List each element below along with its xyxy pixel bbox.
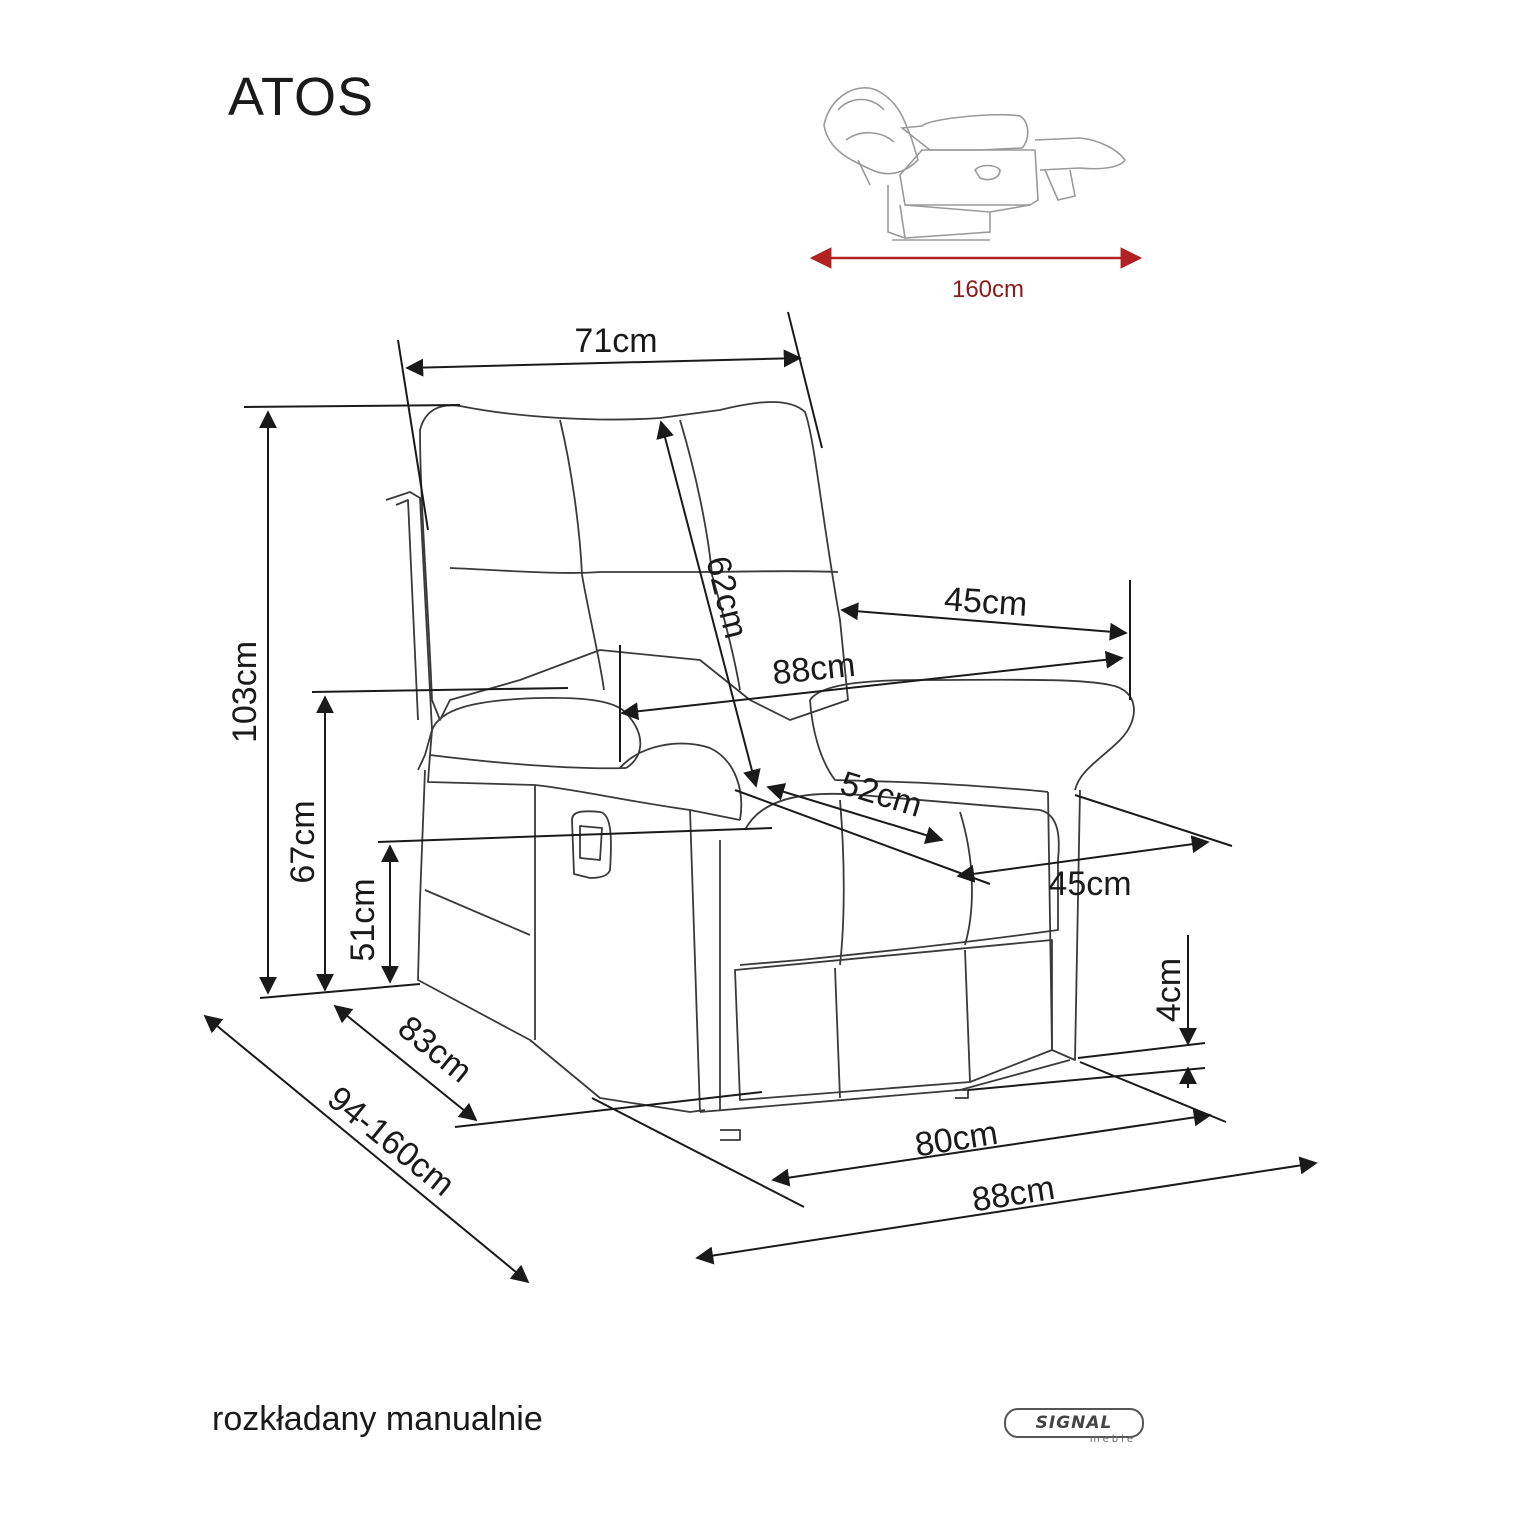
leg-height-label: 4cm — [1150, 958, 1188, 1022]
brand-logo-subtext: meble — [1089, 1434, 1136, 1445]
depth-range-arrow — [203, 1014, 530, 1284]
brand-logo-word: SIGNAL — [1035, 1413, 1113, 1433]
extension-line — [591, 1097, 805, 1208]
back-width-arrow — [405, 349, 802, 377]
seat-front-depth-label: 45cm — [1048, 865, 1131, 903]
extension-line — [1079, 1061, 1227, 1123]
seat-width-label: 80cm — [912, 1114, 1000, 1165]
armrest-height-label: 67cm — [284, 800, 322, 883]
extension-line — [397, 339, 429, 531]
base-depth-label: 83cm — [391, 1009, 480, 1091]
seat-depth-arrow — [766, 783, 944, 844]
brand-logo: SIGNAL meble — [1004, 1408, 1144, 1446]
armrest-length-arrow — [840, 602, 1128, 641]
armrest-length-label: 45cm — [943, 580, 1029, 624]
extension-line — [259, 983, 421, 999]
extension-line — [377, 827, 773, 843]
extension-line — [1077, 1042, 1206, 1059]
brand-logo-pill: SIGNAL — [1004, 1408, 1144, 1438]
extension-line — [454, 1091, 763, 1128]
seat-front-depth-arrow — [956, 835, 1210, 883]
extension-line — [787, 311, 823, 449]
total-height-label: 103cm — [226, 641, 264, 743]
product-title: ATOS — [228, 67, 375, 127]
seat-height-label: 51cm — [344, 878, 382, 961]
backrest-height-arrow — [656, 420, 761, 788]
total-width-arrow — [695, 1156, 1318, 1265]
extension-line — [967, 1067, 1206, 1091]
recliner-chair-illustration — [385, 401, 1135, 1141]
seat-depth-label: 52cm — [836, 764, 927, 825]
extension-line — [311, 687, 569, 693]
dimension-lines — [203, 311, 1318, 1284]
extension-line — [734, 789, 991, 885]
extension-line — [1074, 794, 1233, 847]
caption-text: rozkładany manualnie — [212, 1400, 543, 1438]
back-width-label: 71cm — [574, 322, 657, 360]
armrest-span-label: 88cm — [771, 646, 858, 692]
total-width-label: 88cm — [969, 1169, 1057, 1220]
reclined-length-label: 160cm — [952, 276, 1024, 303]
extension-line — [243, 404, 461, 408]
reclined-chair-illustration — [823, 87, 1126, 241]
depth-range-label: 94-160cm — [320, 1079, 461, 1204]
armrest-span-arrow — [620, 650, 1124, 721]
